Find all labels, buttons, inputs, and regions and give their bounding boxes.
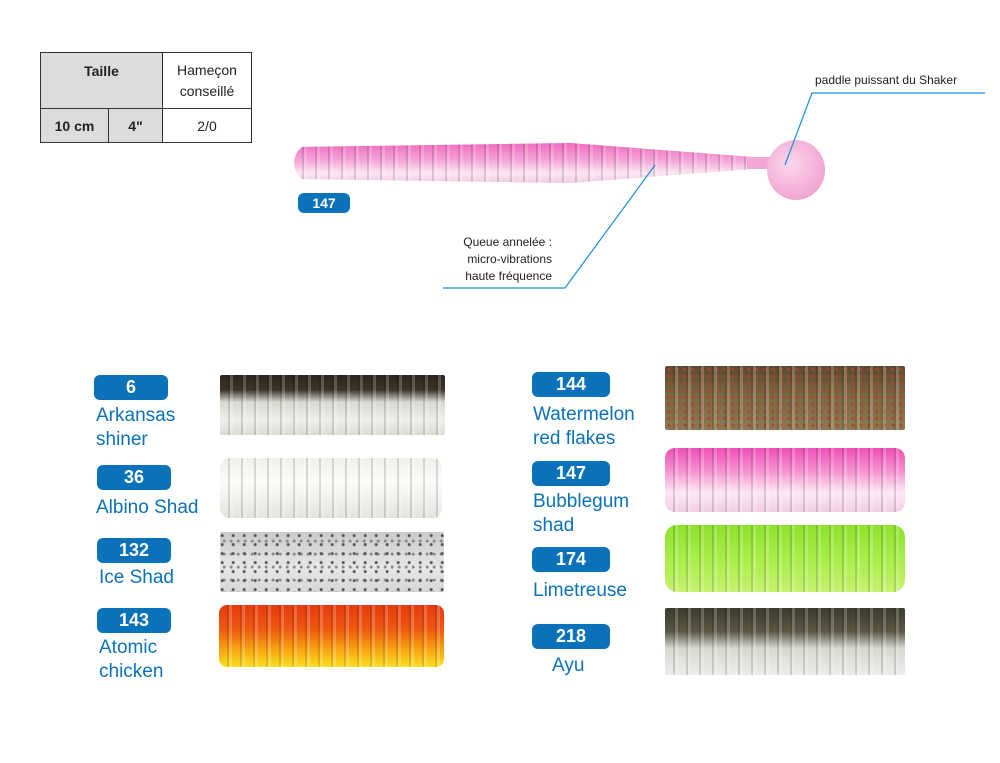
swatch-174 bbox=[665, 525, 905, 592]
color-badge-144: 144 bbox=[532, 372, 610, 397]
swatch-218 bbox=[665, 608, 905, 675]
hero-badge: 147 bbox=[298, 193, 350, 213]
callout-paddle: paddle puissant du Shaker bbox=[815, 73, 958, 87]
swatch-6 bbox=[220, 375, 445, 435]
size-header: Taille bbox=[40, 52, 163, 109]
size-cm: 10 cm bbox=[40, 108, 109, 143]
hook-size: 2/0 bbox=[162, 108, 252, 143]
color-badge-132: 132 bbox=[97, 538, 171, 563]
color-badge-218: 218 bbox=[532, 624, 610, 649]
swatch-147 bbox=[665, 448, 905, 512]
color-badge-174: 174 bbox=[532, 547, 610, 572]
swatch-144 bbox=[665, 366, 905, 430]
swatch-132 bbox=[220, 532, 444, 592]
color-name-174: Limetreuse bbox=[533, 580, 627, 601]
color-badge-6: 6 bbox=[94, 375, 168, 400]
color-badge-36: 36 bbox=[97, 465, 171, 490]
color-badge-143: 143 bbox=[97, 608, 171, 633]
color-name-36: Albino Shad bbox=[96, 497, 199, 518]
lure-image bbox=[292, 125, 852, 205]
color-name-218: Ayu bbox=[552, 655, 585, 676]
color-badge-147: 147 bbox=[532, 461, 610, 486]
size-in: 4" bbox=[108, 108, 163, 143]
swatch-143 bbox=[219, 605, 444, 667]
color-name-132: Ice Shad bbox=[99, 567, 174, 588]
swatch-36 bbox=[220, 458, 442, 518]
